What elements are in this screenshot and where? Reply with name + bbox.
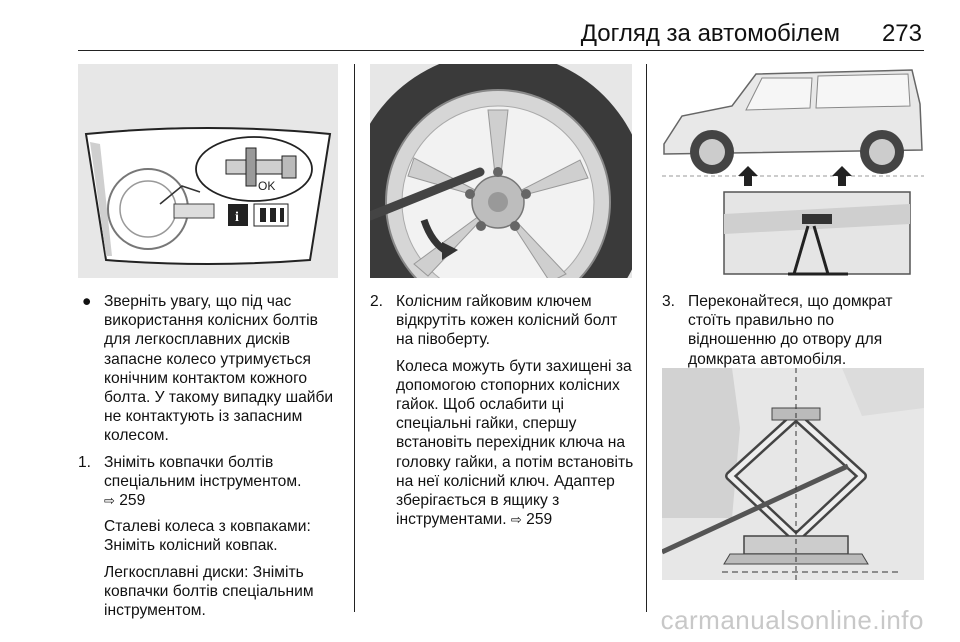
step-1-reference[interactable]: ⇨ 259 bbox=[78, 491, 344, 510]
step-2-number: 2. bbox=[370, 293, 384, 310]
bullet-marker: ● bbox=[82, 293, 92, 310]
watermark: carmanualsonline.info bbox=[660, 605, 924, 635]
step-1: 1. Зніміть ковпачки болтів спеціальним і… bbox=[78, 453, 344, 491]
bullet-item: ● Зверніть увагу, що під час використанн… bbox=[78, 292, 344, 446]
figure-bolt-label: OK i bbox=[78, 64, 338, 278]
figure-jack-detail bbox=[662, 368, 924, 580]
step-3-text: Переконайтеся, що домкрат стоїть правиль… bbox=[688, 293, 893, 368]
page-number: 273 bbox=[881, 20, 922, 47]
step-3-number: 3. bbox=[662, 293, 676, 310]
page-header: Догляд за автомобілем 273 bbox=[0, 18, 922, 52]
column-divider-2 bbox=[646, 64, 647, 612]
column-divider-1 bbox=[354, 64, 355, 612]
step-2-text: Колісним гайковим ключем відкрутіть коже… bbox=[396, 293, 618, 349]
step-1-ref-page: 259 bbox=[119, 492, 146, 510]
ok-label: OK bbox=[258, 179, 275, 193]
bullet-text: Зверніть увагу, що під час використання … bbox=[104, 293, 334, 445]
page-title: Догляд за автомобілем bbox=[580, 20, 840, 47]
step-1-text: Зніміть ковпачки болтів спеціальним інст… bbox=[104, 453, 302, 490]
page-reference-icon[interactable]: ⇨ bbox=[510, 512, 522, 528]
step-2-note: Колеса можуть бути захищені за допомогою… bbox=[370, 357, 638, 530]
info-icon-letter: i bbox=[235, 210, 239, 225]
page-reference-icon: ⇨ bbox=[104, 493, 115, 509]
figure-vehicle-jack-points bbox=[662, 64, 924, 278]
step-1-note-steel: Сталеві колеса з ковпаками: Зніміть колі… bbox=[104, 518, 311, 555]
column-2-text: 2. Колісним гайковим ключем відкрутіть к… bbox=[370, 292, 638, 529]
step-1-note-alloy: Легкосплавні диски: Зніміть ковпачки бол… bbox=[104, 563, 314, 620]
header-rule bbox=[78, 50, 924, 51]
step-2-ref-page[interactable]: 259 bbox=[526, 511, 553, 529]
step-3: 3. Переконайтеся, що домкрат стоїть прав… bbox=[662, 292, 924, 369]
step-2-note-text: Колеса можуть бути захищені за допомогою… bbox=[396, 357, 634, 529]
step-2: 2. Колісним гайковим ключем відкрутіть к… bbox=[370, 292, 638, 350]
step-1-number: 1. bbox=[78, 453, 92, 471]
column-3-text: 3. Переконайтеся, що домкрат стоїть прав… bbox=[662, 292, 924, 369]
info-icon bbox=[228, 204, 248, 226]
figure-wheel-wrench bbox=[370, 64, 632, 278]
column-1-text: ● Зверніть увагу, що під час використанн… bbox=[78, 292, 344, 620]
